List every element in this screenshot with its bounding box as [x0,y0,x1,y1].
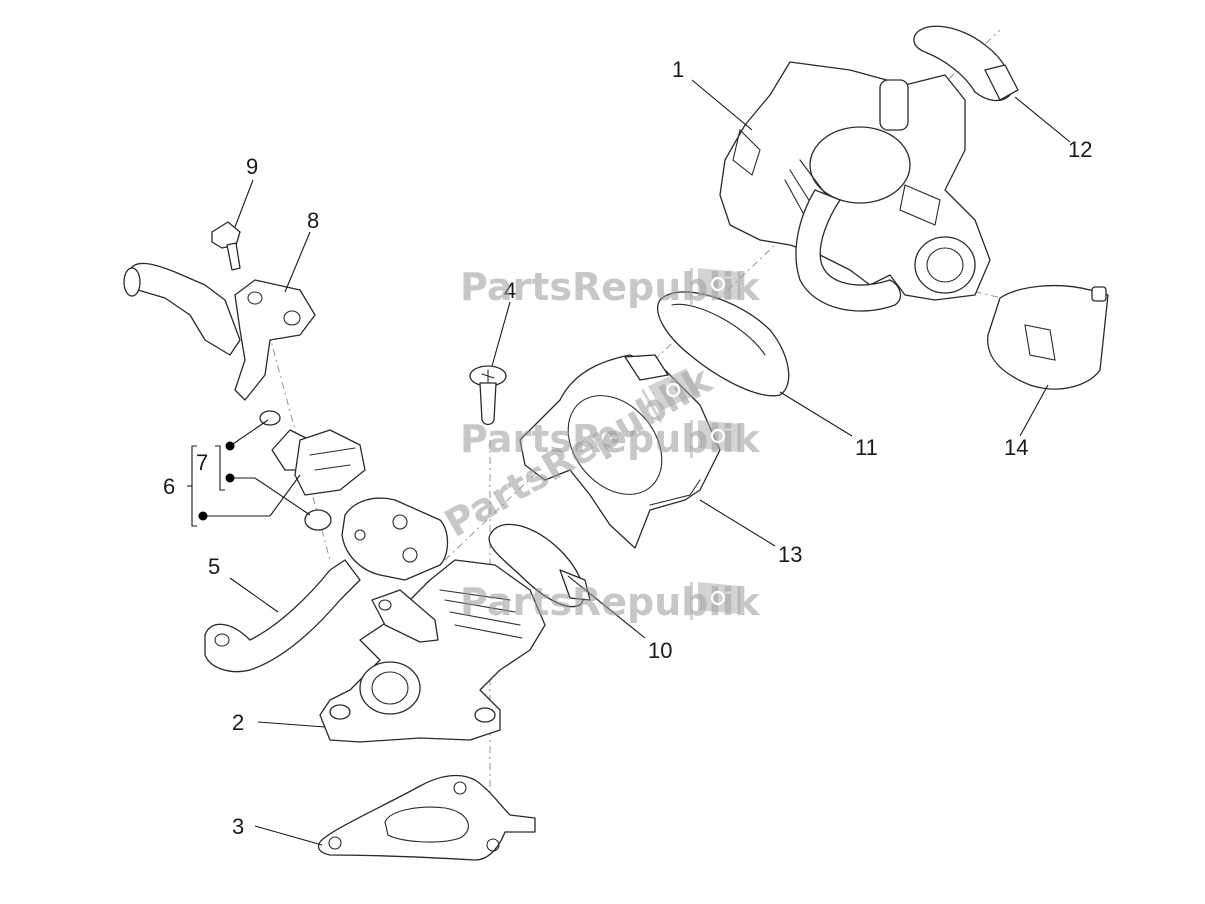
callout-6: 6 [163,474,175,499]
throttle-body-part [719,61,991,312]
sensor-part-7 [259,410,366,531]
ring-part-11 [657,291,790,397]
cover-part-14 [987,284,1109,390]
callout-4: 4 [504,278,516,303]
callout-3: 3 [232,814,244,839]
bracket-part-5 [204,559,361,673]
hose-part-8 [123,262,316,401]
bolt-part-9 [211,221,241,271]
callout-2: 2 [232,710,244,735]
callout-1: 1 [672,57,684,82]
callout-13: 13 [778,542,802,567]
callout-12: 12 [1068,137,1092,162]
callout-labels: 1 2 3 4 5 6 7 8 9 10 11 12 13 14 [163,57,1092,839]
callout-8: 8 [307,208,319,233]
ring-part-10 [488,523,591,608]
callout-dots [198,441,235,521]
gear-flag-icon [698,582,740,614]
gear-flag-icon [647,368,701,411]
callout-11: 11 [855,435,878,460]
callout-5: 5 [208,554,220,579]
screw-part-4 [469,365,507,426]
watermark-middle: PartsRepublik [460,417,761,461]
intake-manifold-part-2 [319,559,546,743]
clamp-part-12 [913,25,1019,102]
watermark-bottom: PartsRepublik [460,580,761,624]
mounting-plate-part [341,497,449,581]
callout-14: 14 [1004,435,1028,460]
callout-7: 7 [196,450,208,475]
gear-flag-icon [698,420,740,452]
gasket-part-3 [317,774,536,861]
callout-9: 9 [246,154,258,179]
callout-10: 10 [648,638,672,663]
gear-flag-icon [698,268,740,300]
leader-lines [187,79,1071,846]
watermark-top: PartsRepublik [460,265,761,309]
